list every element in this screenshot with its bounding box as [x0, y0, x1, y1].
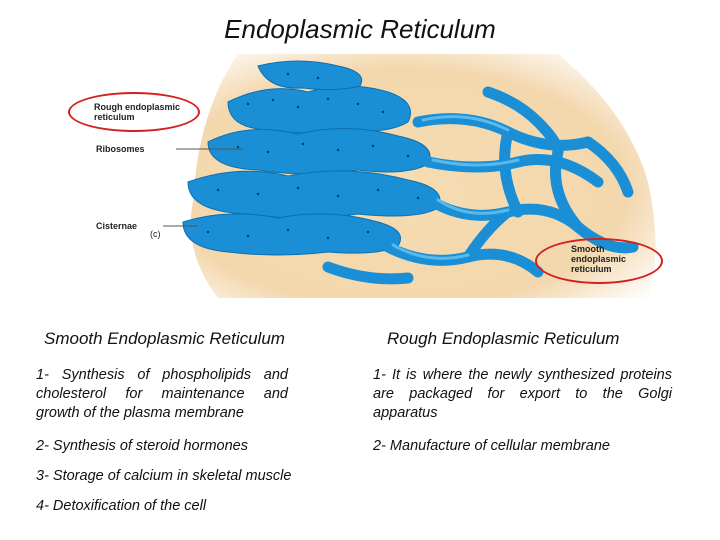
er-illustration: Rough endoplasmic reticulum Ribosomes Ci… — [68, 52, 670, 298]
rough-er-highlight-circle — [68, 92, 200, 132]
smooth-er-function-1: 1- Synthesis of phospholipids and choles… — [36, 367, 288, 421]
rough-er-heading: Rough Endoplasmic Reticulum — [387, 329, 620, 348]
rough-er-stacks — [182, 60, 441, 256]
smooth-er-function-4: 4- Detoxification of the cell — [36, 498, 207, 514]
panel-label: (c) — [150, 229, 161, 239]
smooth-er-function-2: 2- Synthesis of steroid hormones — [36, 438, 248, 454]
smooth-er-function-3: 3- Storage of calcium in skeletal muscle — [36, 468, 292, 484]
rough-er-label: Rough endoplasmic reticulum — [94, 102, 181, 122]
page-title: Endoplasmic Reticulum — [224, 14, 496, 44]
ribosome-dots — [206, 72, 420, 240]
smooth-er-network — [322, 86, 639, 285]
ribosomes-label: Ribosomes — [96, 144, 145, 154]
smooth-er-highlight-circle — [535, 238, 663, 284]
rough-er-function-1: 1- It is where the newly synthesized pro… — [373, 367, 672, 421]
er-diagram-svg — [88, 52, 670, 298]
smooth-er-label: Smooth endoplasmic reticulum — [571, 244, 627, 274]
cisternae-label: Cisternae — [96, 221, 138, 231]
smooth-er-highlights — [391, 115, 520, 260]
rough-er-function-2: 2- Manufacture of cellular membrane — [373, 438, 610, 454]
smooth-er-heading: Smooth Endoplasmic Reticulum — [44, 329, 285, 348]
